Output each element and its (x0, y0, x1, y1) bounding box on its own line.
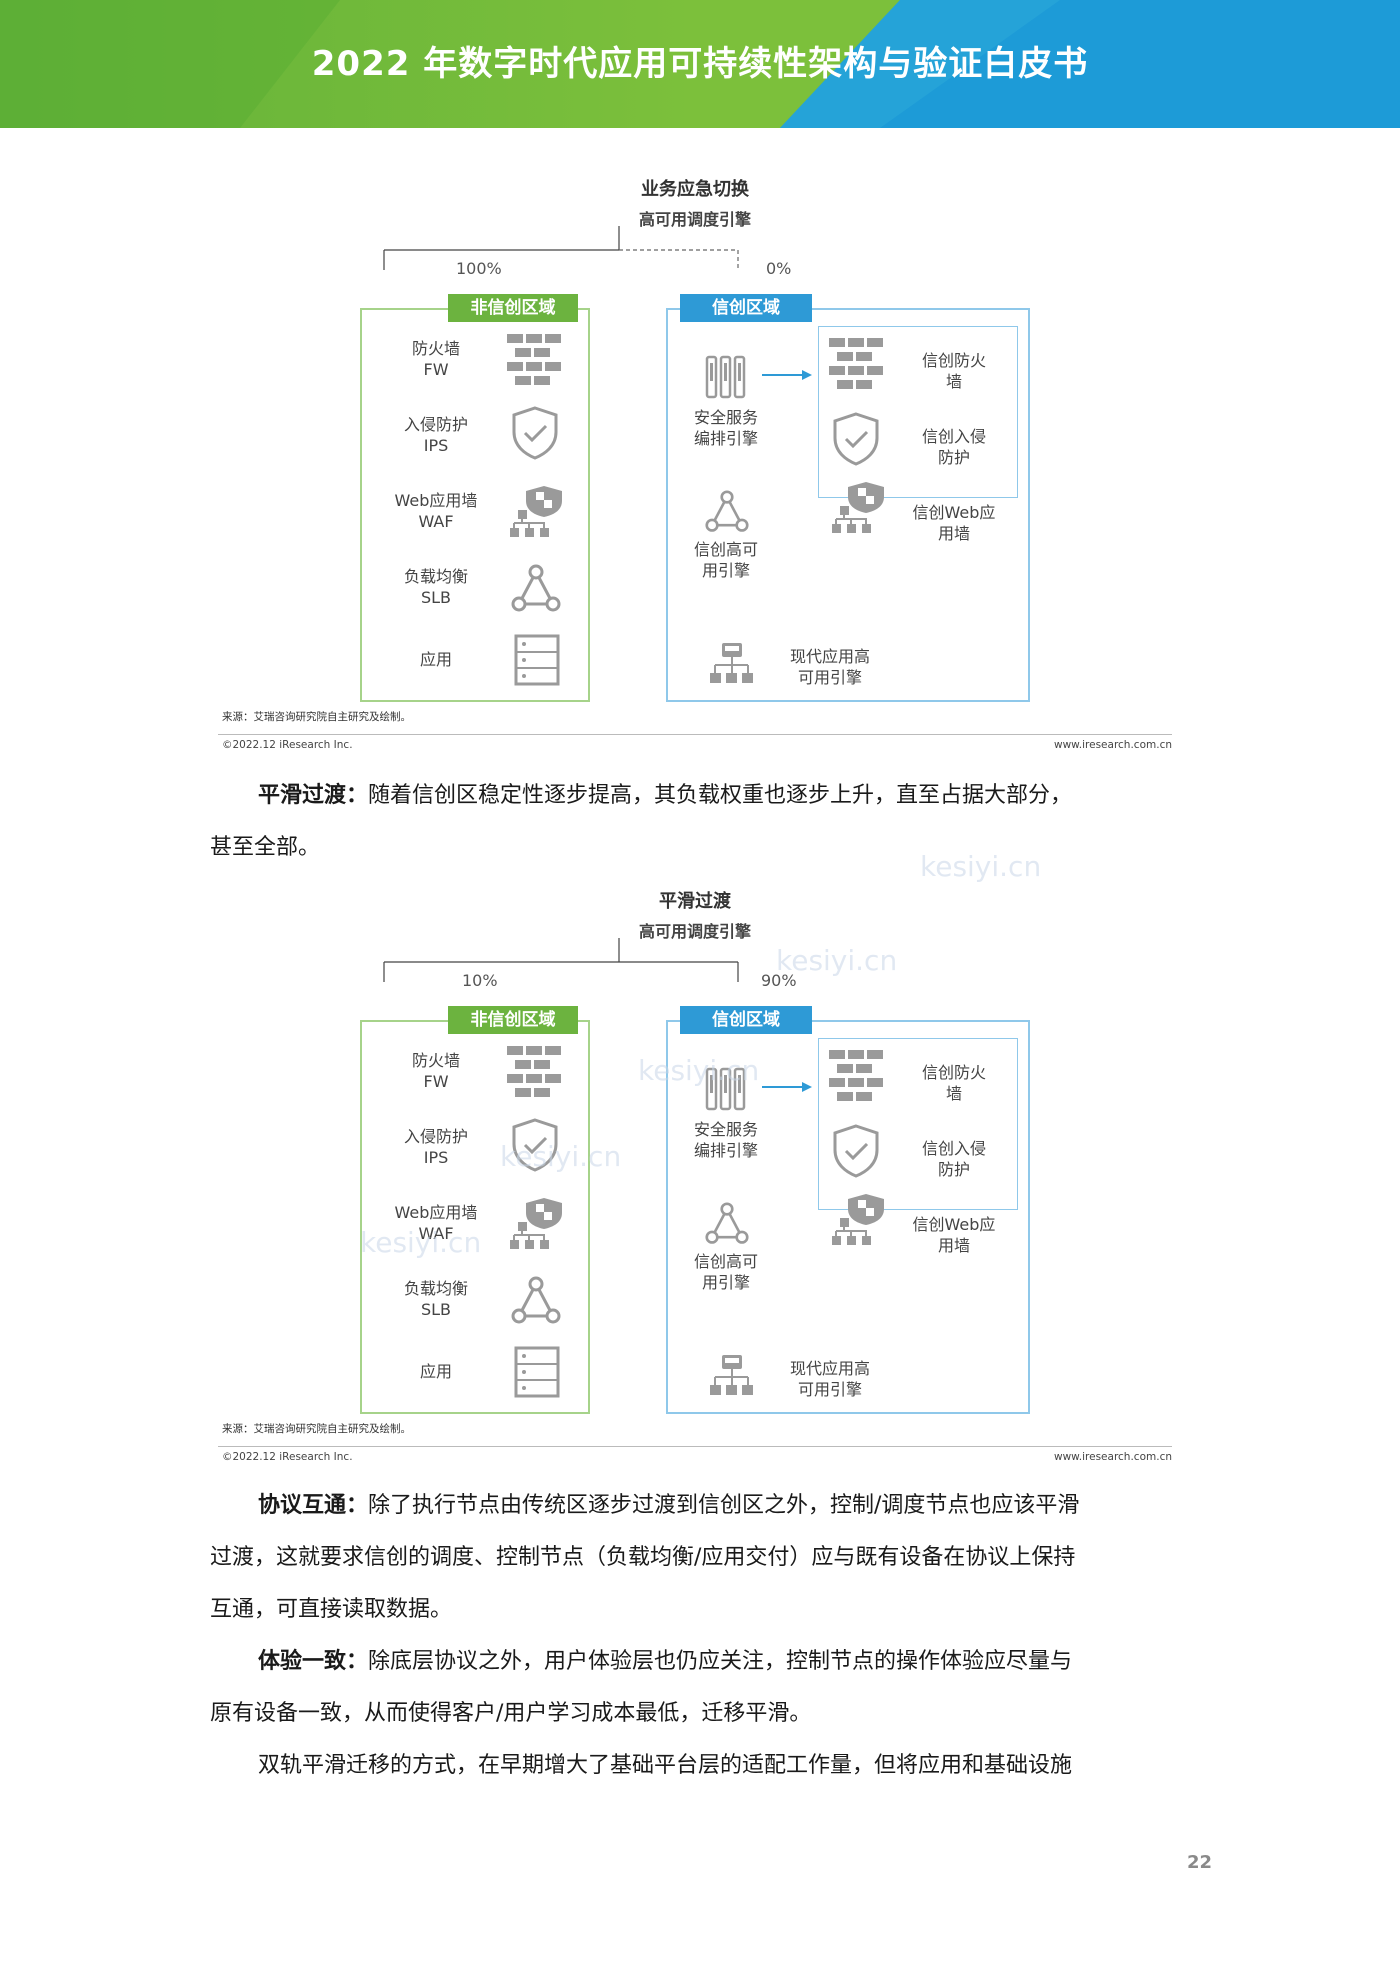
xc-zone-tag: 信创区域 (680, 294, 812, 322)
ha-engine-icon (705, 1202, 749, 1244)
label-xc-waf: 信创Web应 用墙 (912, 503, 996, 543)
right-percent: 0% (766, 259, 792, 278)
arrow-right-icon (762, 1082, 812, 1092)
modern-ha-network-icon (710, 643, 753, 683)
xc-security-box (818, 1038, 1018, 1210)
non-xc-zone-tag: 非信创区域 (448, 294, 578, 322)
figure-rule (218, 1446, 1172, 1447)
para-text: 过渡，这就要求信创的调度、控制节点（负载均衡/应用交付）应与既有设备在协议上保持 (210, 1545, 1076, 1570)
para-text: 互通，可直接读取数据。 (210, 1597, 453, 1622)
label-security-engine: 安全服务 编排引擎 (693, 1120, 758, 1160)
xc-firewall-icon (829, 1050, 883, 1101)
load-balancer-icon (511, 1276, 561, 1324)
engine-connector-lines (383, 226, 739, 270)
engine-label: 高可用调度引擎 (638, 210, 751, 229)
label-xc-fw: 信创防火 墙 (921, 351, 986, 391)
xc-zone (666, 1020, 1030, 1414)
modern-ha-network-icon (710, 1355, 753, 1395)
ha-engine-icon (705, 490, 749, 532)
security-orchestration-icon (705, 355, 746, 399)
figure-emergency-switch: 业务应急切换 高可用调度引擎 100% 0% 非信创区域 防火墙 FW 入侵防护… (218, 168, 1172, 768)
load-balancer-icon (511, 564, 561, 612)
paragraph-consistent-experience: 体验一致：除底层协议之外，用户体验层也仍应关注，控制节点的操作体验应尽量与 原有… (210, 1636, 1190, 1740)
label-xc-ips: 信创入侵 防护 (921, 1139, 986, 1179)
shield-check-icon (512, 406, 558, 460)
watermark: kesiyi.cn (360, 1226, 482, 1259)
xc-security-box (818, 326, 1018, 498)
label-xc-ha-engine: 信创高可 用引擎 (693, 1252, 758, 1292)
figure-smooth-transition: 平滑过渡 高可用调度引擎 10% 90% 非信创区域 防火墙 FW 入侵防护 I… (218, 880, 1172, 1480)
security-orchestration-icon (705, 1067, 746, 1111)
right-percent: 90% (761, 971, 797, 990)
label-waf: Web应用墙 WAF (394, 491, 478, 531)
figure-rule (218, 734, 1172, 735)
figure-source: 来源：艾瑞咨询研究院自主研究及绘制。 (222, 711, 411, 723)
figure-site: www.iresearch.com.cn (1053, 739, 1172, 751)
arrow-right-icon (762, 370, 812, 380)
label-xc-fw: 信创防火 墙 (921, 1063, 986, 1103)
label-xc-waf: 信创Web应 用墙 (912, 1215, 996, 1255)
paragraph-smooth-transition: 平滑过渡：随着信创区稳定性逐步提高，其负载权重也逐步上升，直至占据大部分， 甚至… (210, 770, 1190, 874)
para-text: 除了执行节点由传统区逐步过渡到信创区之外，控制/调度节点也应该平滑 (368, 1493, 1080, 1518)
label-modern-ha: 现代应用高 可用引擎 (789, 647, 870, 687)
watermark: kesiyi.cn (920, 850, 1042, 883)
watermark: kesiyi.cn (776, 944, 898, 977)
para-text: 随着信创区稳定性逐步提高，其负载权重也逐步上升，直至占据大部分， (368, 783, 1073, 808)
non-xc-zone-tag: 非信创区域 (448, 1006, 578, 1034)
engine-connector-lines (383, 938, 739, 982)
label-waf: Web应用墙 WAF (394, 1203, 478, 1243)
page-number: 22 (1186, 1852, 1212, 1873)
xc-firewall-icon (829, 338, 883, 389)
firewall-icon (507, 1046, 561, 1097)
application-server-icon (514, 634, 560, 686)
xc-zone (666, 308, 1030, 702)
figure-title: 业务应急切换 (641, 179, 749, 200)
engine-label: 高可用调度引擎 (638, 922, 751, 941)
left-percent: 100% (456, 259, 502, 278)
firewall-icon (507, 334, 561, 385)
label-app: 应用 (419, 1362, 452, 1381)
label-ips: 入侵防护 IPS (403, 415, 468, 455)
para-text: 甚至全部。 (210, 835, 321, 860)
para-text: 双轨平滑迁移的方式，在早期增大了基础平台层的适配工作量，但将应用和基础设施 (258, 1753, 1073, 1778)
label-xc-ha-engine: 信创高可 用引擎 (693, 540, 758, 580)
para-text: 除底层协议之外，用户体验层也仍应关注，控制节点的操作体验应尽量与 (368, 1649, 1073, 1674)
figure-title: 平滑过渡 (659, 891, 731, 912)
xc-shield-check-icon (833, 412, 879, 466)
label-xc-ips: 信创入侵 防护 (921, 427, 986, 467)
web-firewall-icon (510, 486, 562, 537)
label-ips: 入侵防护 IPS (403, 1127, 468, 1167)
figure-copyright: ©2022.12 iResearch Inc. (222, 1451, 353, 1463)
figure-site: www.iresearch.com.cn (1053, 1451, 1172, 1463)
para-text: 原有设备一致，从而使得客户/用户学习成本最低，迁移平滑。 (210, 1701, 812, 1726)
label-app: 应用 (419, 650, 452, 669)
paragraph-protocol-interop: 协议互通：除了执行节点由传统区逐步过渡到信创区之外，控制/调度节点也应该平滑 过… (210, 1480, 1190, 1636)
figure-copyright: ©2022.12 iResearch Inc. (222, 739, 353, 751)
label-modern-ha: 现代应用高 可用引擎 (789, 1359, 870, 1399)
para-heading: 平滑过渡： (258, 783, 369, 808)
header-band (0, 0, 1400, 128)
label-fw: 防火墙 FW (411, 1051, 460, 1091)
xc-shield-check-icon (833, 1124, 879, 1178)
paragraph-dual-track: 双轨平滑迁移的方式，在早期增大了基础平台层的适配工作量，但将应用和基础设施 (210, 1740, 1190, 1792)
para-heading: 协议互通： (258, 1493, 369, 1518)
figure-source: 来源：艾瑞咨询研究院自主研究及绘制。 (222, 1423, 411, 1435)
watermark: kesiyi.cn (638, 1054, 760, 1087)
xc-web-firewall-icon (832, 1194, 884, 1245)
watermark: kesiyi.cn (500, 1140, 622, 1173)
xc-zone-tag: 信创区域 (680, 1006, 812, 1034)
label-security-engine: 安全服务 编排引擎 (693, 408, 758, 448)
para-heading: 体验一致： (258, 1649, 369, 1674)
header-title: 2022 年数字时代应用可持续性架构与验证白皮书 (311, 44, 1089, 84)
label-slb: 负载均衡 SLB (403, 1279, 468, 1319)
label-slb: 负载均衡 SLB (403, 567, 468, 607)
shield-check-icon (512, 1118, 558, 1172)
label-fw: 防火墙 FW (411, 339, 460, 379)
xc-web-firewall-icon (832, 482, 884, 533)
application-server-icon (514, 1346, 560, 1398)
web-firewall-icon (510, 1198, 562, 1249)
left-percent: 10% (462, 971, 498, 990)
